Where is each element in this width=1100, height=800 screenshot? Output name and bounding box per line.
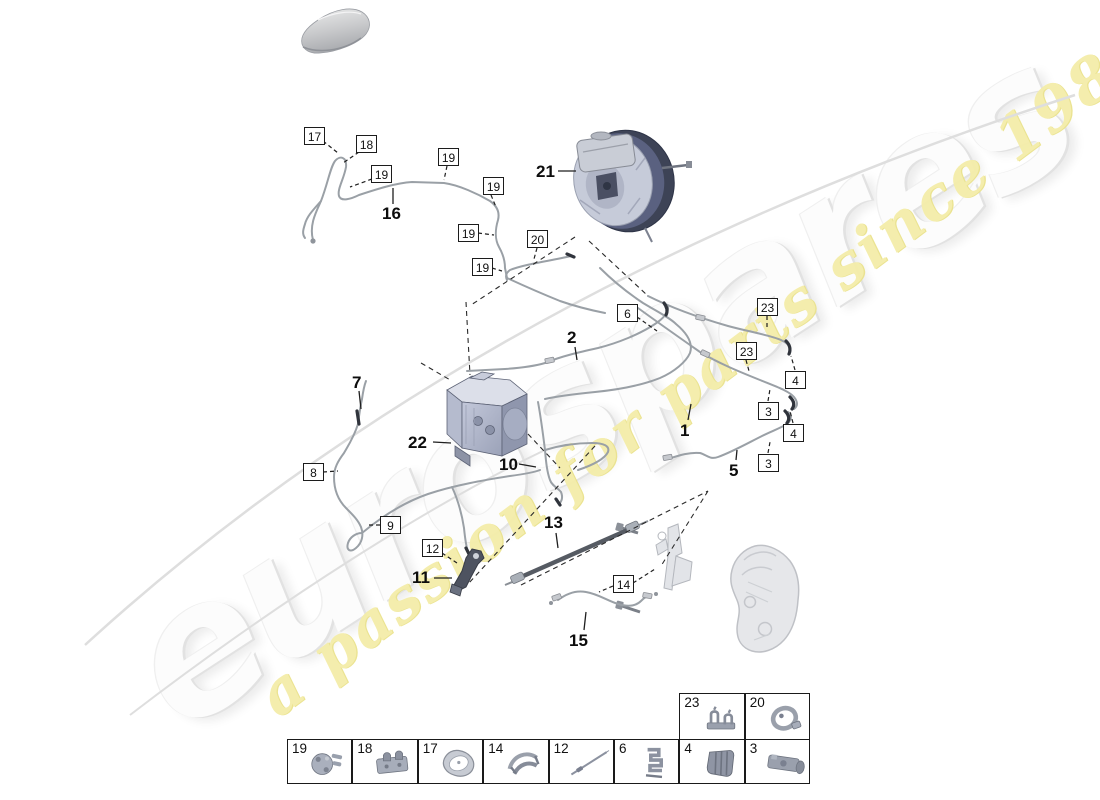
caliper-bracket [655,523,693,591]
callout-box-3a[interactable]: 3 [758,402,779,420]
callout-box-23b[interactable]: 23 [736,342,757,360]
legend-num-12: 12 [553,740,569,756]
legend-cell-4[interactable]: 4 [679,738,745,784]
legend-num-6: 6 [619,740,627,756]
legend-cell-3[interactable]: 3 [744,738,811,784]
callout-16[interactable]: 16 [382,204,401,223]
callout-22[interactable]: 22 [408,433,427,452]
callout-box-18[interactable]: 18 [356,135,377,153]
legend-cell-17[interactable]: 17 [417,738,484,784]
legend-num-3: 3 [749,740,758,756]
brake-booster [573,129,692,243]
callout-15[interactable]: 15 [569,631,588,650]
callout-box-14[interactable]: 14 [613,575,634,593]
legend-num-23: 23 [684,694,700,710]
background-swoosh [84,93,1076,716]
legend-cell-12[interactable]: 12 [548,738,614,784]
callout-box-12[interactable]: 12 [422,539,443,557]
callout-21[interactable]: 21 [536,162,555,181]
legend-cell-19[interactable]: 19 [287,738,353,784]
part-icon-18-clamp-block [375,750,409,774]
callout-box-4b[interactable]: 4 [783,424,804,442]
brake-pipes [302,156,798,607]
part-icon-12-pin [570,749,610,775]
callout-box-19c[interactable]: 19 [483,177,504,195]
callout-box-19e[interactable]: 19 [472,258,493,276]
callout-11[interactable]: 11 [412,568,430,587]
construction-lines-dashed [420,236,709,586]
legend-num-14: 14 [488,740,504,756]
callout-box-20[interactable]: 20 [527,230,548,248]
part-icon-17-loop-clamp [443,749,475,777]
callout-box-8[interactable]: 8 [303,463,324,481]
callout-5[interactable]: 5 [729,461,739,480]
callout-1[interactable]: 1 [680,421,690,440]
part-icon-4-pad [706,749,734,777]
callout-13[interactable]: 13 [544,513,563,532]
brake-hose [504,520,649,586]
car-silhouette-sketch [301,8,370,54]
part-icon-20-grommet [771,705,802,731]
legend-num-4: 4 [684,740,692,756]
part-icon-6-stack-clip [646,747,664,778]
leader-lines-solid [358,170,738,631]
legend-num-18: 18 [357,740,373,756]
part-icon-14-spring-clip [507,751,540,775]
callout-7[interactable]: 7 [352,373,362,392]
callout-box-19d[interactable]: 19 [458,224,479,242]
legend-cell-20[interactable]: 20 [744,692,811,740]
pipe-end-fittings [355,252,796,556]
callout-box-3b[interactable]: 3 [758,454,779,472]
part-icon-3-union [767,753,805,774]
legend-num-20: 20 [749,694,765,710]
callout-box-19b[interactable]: 19 [438,148,459,166]
callout-2[interactable]: 2 [567,328,577,347]
callout-box-9[interactable]: 9 [380,516,401,534]
callout-box-19a[interactable]: 19 [371,165,392,183]
part-icon-23-clip [706,705,735,729]
legend-cell-23[interactable]: 23 [679,692,745,740]
hose-bracket [449,548,485,597]
legend-cell-18[interactable]: 18 [352,738,418,784]
callout-box-4a[interactable]: 4 [785,371,806,389]
leader-lines-dashed [322,140,796,593]
part-icon-19-clamp [311,752,343,775]
legend-num-19: 19 [292,740,308,756]
legend-cell-14[interactable]: 14 [483,738,549,784]
callout-box-17[interactable]: 17 [304,127,325,145]
legend-num-17: 17 [422,740,438,756]
callout-box-23a[interactable]: 23 [757,298,778,316]
brake-caliper [615,522,800,653]
pipe-unions [310,238,711,605]
callout-10[interactable]: 10 [499,455,518,474]
callout-box-6[interactable]: 6 [617,304,638,322]
abs-hydraulic-unit [446,371,528,467]
legend-cell-6[interactable]: 6 [614,738,680,784]
